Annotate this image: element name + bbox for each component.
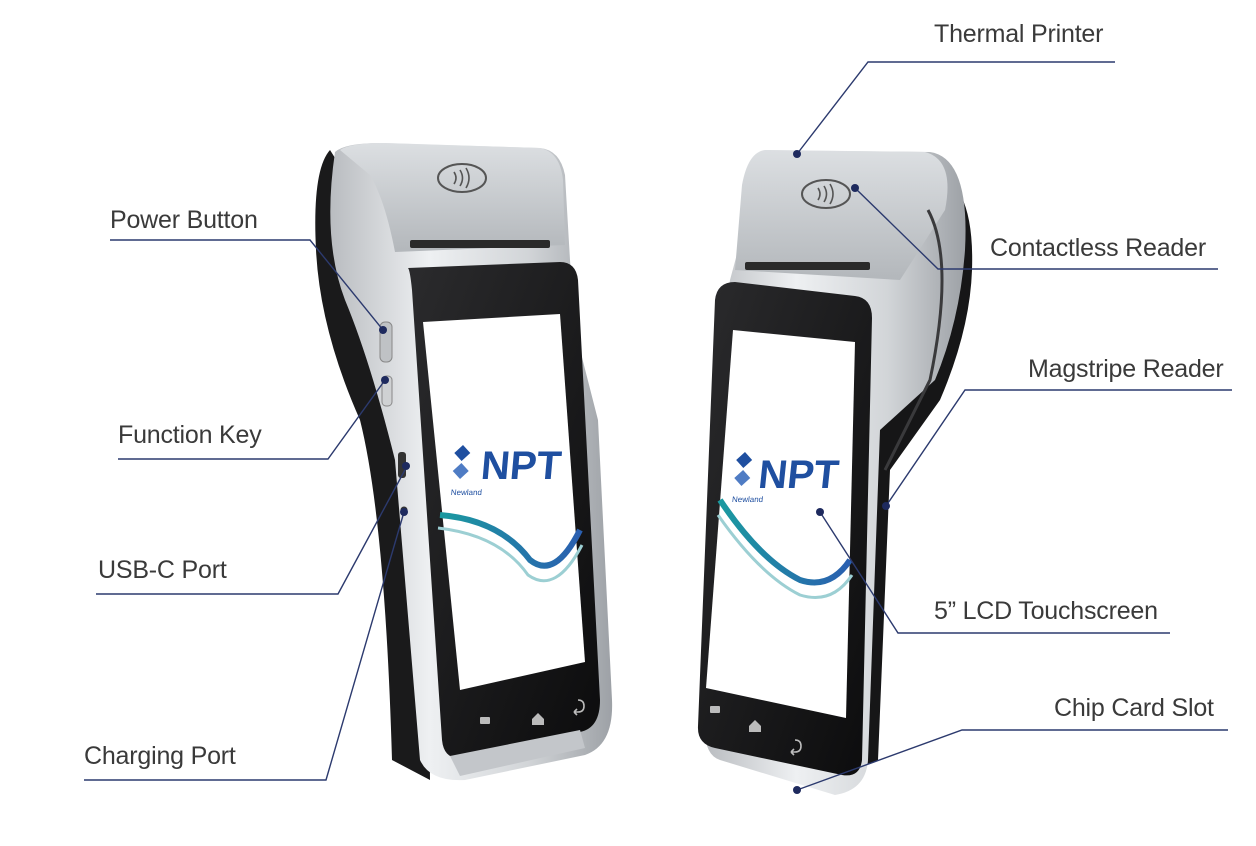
left-newland-text: Newland xyxy=(450,488,482,497)
dot-lcd-touchscreen xyxy=(816,508,824,516)
right-paper-slot xyxy=(745,262,870,270)
label-contactless-reader: Contactless Reader xyxy=(990,234,1206,262)
dot-magstripe-reader xyxy=(882,502,890,510)
label-chip-card-slot: Chip Card Slot xyxy=(1054,694,1214,722)
label-power-button: Power Button xyxy=(110,206,258,234)
leader-usb-c-port xyxy=(96,467,407,595)
dot-function-key xyxy=(381,376,389,384)
leader-lcd-touchscreen xyxy=(819,511,1170,634)
left-npt-logo: NPT Newland xyxy=(450,444,563,497)
label-thermal-printer: Thermal Printer xyxy=(934,20,1104,48)
leader-thermal-printer xyxy=(796,61,1115,155)
label-lcd-touchscreen: 5” LCD Touchscreen xyxy=(934,597,1158,625)
leader-charging-port xyxy=(84,511,405,781)
leader-contactless-reader xyxy=(854,187,1218,270)
right-npt-text: NPT xyxy=(756,453,841,497)
left-bottom-lip xyxy=(450,730,585,776)
right-magstripe-slot xyxy=(883,209,944,471)
dot-charging-port xyxy=(400,508,408,516)
left-paper-slot xyxy=(410,240,550,248)
right-home-icon xyxy=(749,720,761,732)
dot-usb-c-port xyxy=(402,462,410,470)
leader-lines xyxy=(84,61,1232,791)
left-menu-icon xyxy=(480,717,490,724)
label-function-key: Function Key xyxy=(118,421,262,449)
right-newland-text: Newland xyxy=(732,495,764,504)
left-contactless-icon xyxy=(437,163,487,193)
right-back-icon xyxy=(790,739,802,756)
leader-magstripe-reader xyxy=(885,389,1232,507)
left-npt-text: NPT xyxy=(479,444,563,488)
leader-function-key xyxy=(118,379,386,460)
leader-dots xyxy=(379,150,890,794)
left-thermal-printer-cover xyxy=(340,143,565,252)
left-wave-decoration xyxy=(439,512,583,569)
right-npt-logo: NPT Newland xyxy=(732,452,841,504)
left-back-icon xyxy=(573,699,585,716)
left-display xyxy=(423,314,585,690)
dot-chip-card-slot xyxy=(793,786,801,794)
left-nav-bar xyxy=(480,699,585,725)
right-terminal: NPT Newland xyxy=(697,150,973,795)
right-nav-bar xyxy=(710,706,802,756)
dot-thermal-printer xyxy=(793,150,801,158)
leader-power-button xyxy=(110,239,384,331)
left-home-icon xyxy=(532,713,544,725)
right-contactless-icon xyxy=(801,179,851,209)
right-wave-decoration xyxy=(717,498,853,586)
left-terminal: NPT Newland xyxy=(315,143,613,781)
dot-power-button xyxy=(379,326,387,334)
right-thermal-printer-cover xyxy=(735,150,948,280)
dot-contactless-reader xyxy=(851,184,859,192)
leader-chip-card-slot xyxy=(796,729,1228,791)
label-usb-c-port: USB-C Port xyxy=(98,556,227,584)
label-magstripe-reader: Magstripe Reader xyxy=(1028,355,1224,383)
right-display xyxy=(706,330,855,718)
right-menu-icon xyxy=(710,706,720,713)
label-charging-port: Charging Port xyxy=(84,742,236,770)
